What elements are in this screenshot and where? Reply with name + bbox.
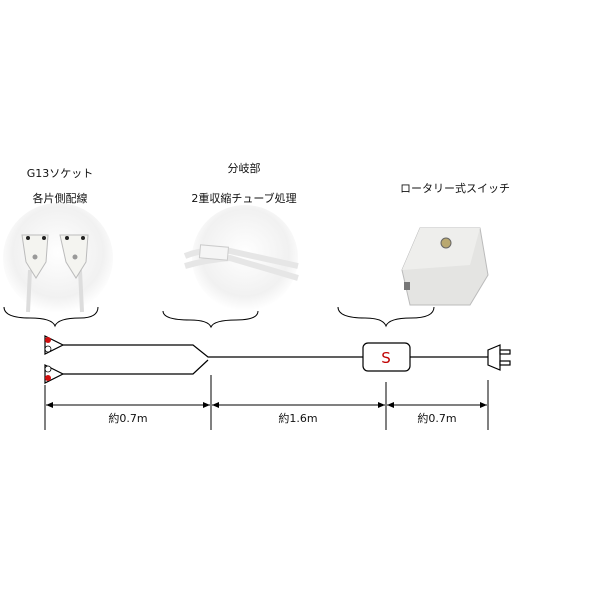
cable-upper [63,344,363,358]
cable [63,344,488,375]
branch-subtitle: 2重収縮チューブ処理 [191,192,297,205]
socket-symbol-lower [44,364,65,384]
socket-symbol-upper [44,335,65,355]
branch-title: 分岐部 [227,162,261,175]
switch-title: ロータリー式スイッチ [400,182,510,195]
dimension-socket-branch: 約0.7m [108,411,147,425]
dimension-switch-plug: 約0.7m [417,411,456,425]
brace-switch [337,306,435,328]
brace-branch [162,310,259,329]
braces [3,306,435,329]
switch-symbol-box [362,342,411,372]
brace-socket [3,306,99,328]
socket-subtitle: 各片側配線 [32,192,88,205]
dimension-branch-switch: 約1.6m [278,411,317,425]
cable-lower [63,359,209,375]
switch-symbol-letter: S [381,349,391,367]
dimension-lines [44,375,489,430]
socket-title: G13ソケット [26,167,94,180]
plug-icon [487,344,511,371]
g13-socket-photo [3,203,113,313]
rotary-switch-photo [401,227,489,306]
branch-tube-photo [183,205,299,311]
